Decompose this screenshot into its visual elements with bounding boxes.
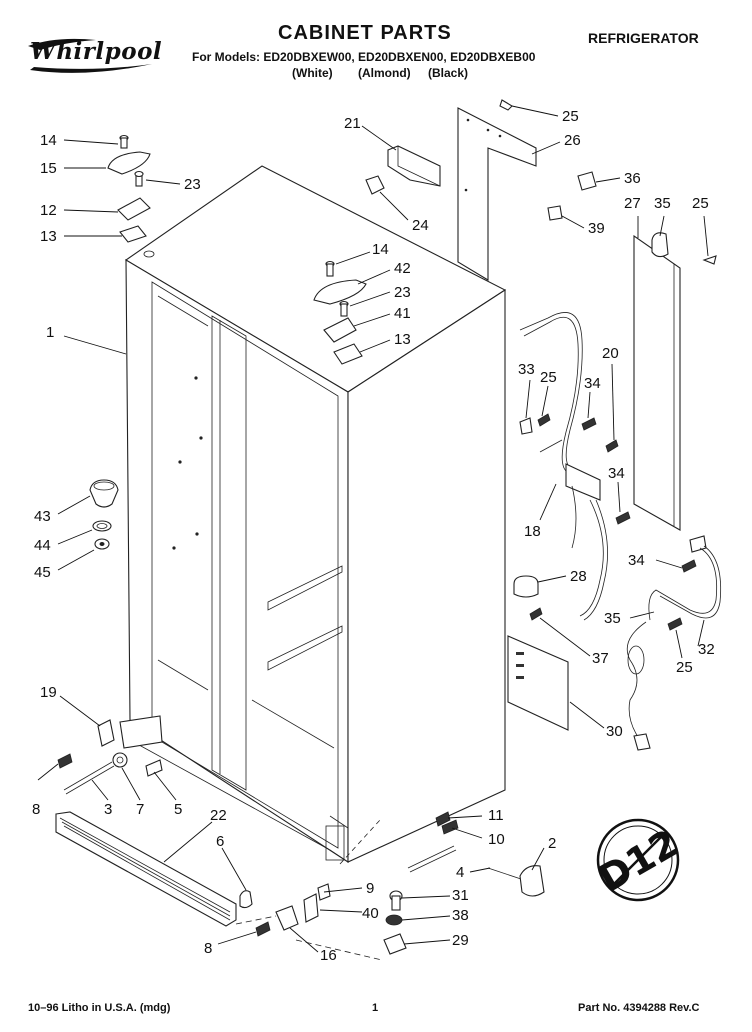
- callout-40: 40: [362, 905, 379, 922]
- callout-31: 31: [452, 887, 469, 904]
- callout-39: 39: [588, 220, 605, 237]
- callout-labels: 14 15 23 12 13 1 21 24 14 42 23 41 13 25…: [32, 108, 715, 964]
- part-32-power-cord: [626, 535, 722, 751]
- callout-25: 25: [676, 659, 693, 676]
- parts-36-39-clips: [547, 171, 597, 221]
- callout-23: 23: [394, 284, 411, 301]
- callout-30: 30: [606, 723, 623, 740]
- bottom-right-parts: [383, 811, 545, 955]
- callout-27: 27: [624, 195, 641, 212]
- callout-13: 13: [394, 331, 411, 348]
- callout-8: 8: [32, 801, 40, 818]
- callout-9: 9: [366, 880, 374, 897]
- callout-15: 15: [40, 160, 57, 177]
- callout-14: 14: [372, 241, 389, 258]
- callout-10: 10: [488, 831, 505, 848]
- part-24-clip: [365, 175, 385, 195]
- screws-right-group: [519, 413, 697, 631]
- callout-34: 34: [628, 552, 645, 569]
- callout-11: 11: [488, 807, 504, 824]
- callout-35: 35: [604, 610, 621, 627]
- top-left-hinge-assembly: [107, 134, 151, 243]
- callout-7: 7: [136, 801, 144, 818]
- part-21-bracket: [387, 145, 441, 187]
- callout-45: 45: [34, 564, 51, 581]
- model-numbers: For Models: ED20DBXEW00, ED20DBXEN00, ED…: [192, 50, 536, 64]
- callout-6: 6: [216, 833, 224, 850]
- bottom-center-parts: [235, 819, 383, 961]
- callout-22: 22: [210, 807, 227, 824]
- part-26-rear-panel: [457, 99, 537, 281]
- brand-name: Whirlpool: [30, 38, 163, 65]
- callout-37: 37: [592, 650, 609, 667]
- callout-21: 21: [344, 115, 361, 132]
- callout-33: 33: [518, 361, 535, 378]
- part-30-access-cover: [507, 635, 569, 731]
- callout-25: 25: [562, 108, 579, 125]
- page-title: CABINET PARTS: [278, 22, 452, 44]
- cabinet-shell: [119, 165, 507, 864]
- footer-page-number: 1: [372, 1002, 379, 1014]
- callout-1: 1: [46, 324, 54, 341]
- callout-20: 20: [602, 345, 619, 362]
- parts-43-45-damper: [89, 479, 119, 550]
- callout-24: 24: [412, 217, 429, 234]
- callout-19: 19: [40, 684, 57, 701]
- part-28-cap: [513, 575, 539, 598]
- callout-29: 29: [452, 932, 469, 949]
- callout-5: 5: [174, 801, 182, 818]
- leader-lines: [37, 105, 709, 953]
- part-18-wiring-harness: [519, 312, 608, 621]
- callout-44: 44: [34, 537, 51, 554]
- callout-34: 34: [584, 375, 601, 392]
- bottom-left-leveling-parts: [57, 719, 163, 795]
- db12-circle-stamp: D12: [591, 818, 686, 902]
- callout-41: 41: [394, 305, 411, 322]
- callout-13: 13: [40, 228, 57, 245]
- color-black: (Black): [428, 66, 469, 80]
- color-white: (White): [292, 66, 333, 80]
- callout-18: 18: [524, 523, 541, 540]
- callout-25: 25: [540, 369, 557, 386]
- top-center-hinge-assembly: [313, 260, 367, 365]
- callout-12: 12: [40, 202, 57, 219]
- callout-36: 36: [624, 170, 641, 187]
- appliance-type: REFRIGERATOR: [588, 30, 699, 46]
- callout-8: 8: [204, 940, 212, 957]
- callout-28: 28: [570, 568, 587, 585]
- whirlpool-logo-swoosh: [28, 38, 152, 73]
- callout-35: 35: [654, 195, 671, 212]
- callout-16: 16: [320, 947, 337, 964]
- callout-34: 34: [608, 465, 625, 482]
- callout-2: 2: [548, 835, 556, 852]
- color-almond: (Almond): [358, 66, 411, 80]
- callout-32: 32: [698, 641, 715, 658]
- callout-4: 4: [456, 864, 464, 881]
- callout-26: 26: [564, 132, 581, 149]
- callout-43: 43: [34, 508, 51, 525]
- callout-14: 14: [40, 132, 57, 149]
- footer-part-number: Part No. 4394288 Rev.C: [578, 1002, 700, 1014]
- callout-25: 25: [692, 195, 709, 212]
- footer-print-info: 10–96 Litho in U.S.A. (mdg): [28, 1002, 171, 1014]
- callout-23: 23: [184, 176, 201, 193]
- callout-3: 3: [104, 801, 112, 818]
- callout-42: 42: [394, 260, 411, 277]
- part-27-side-panel: [633, 232, 717, 531]
- part-22-toe-grille: [55, 811, 253, 927]
- callout-38: 38: [452, 907, 469, 924]
